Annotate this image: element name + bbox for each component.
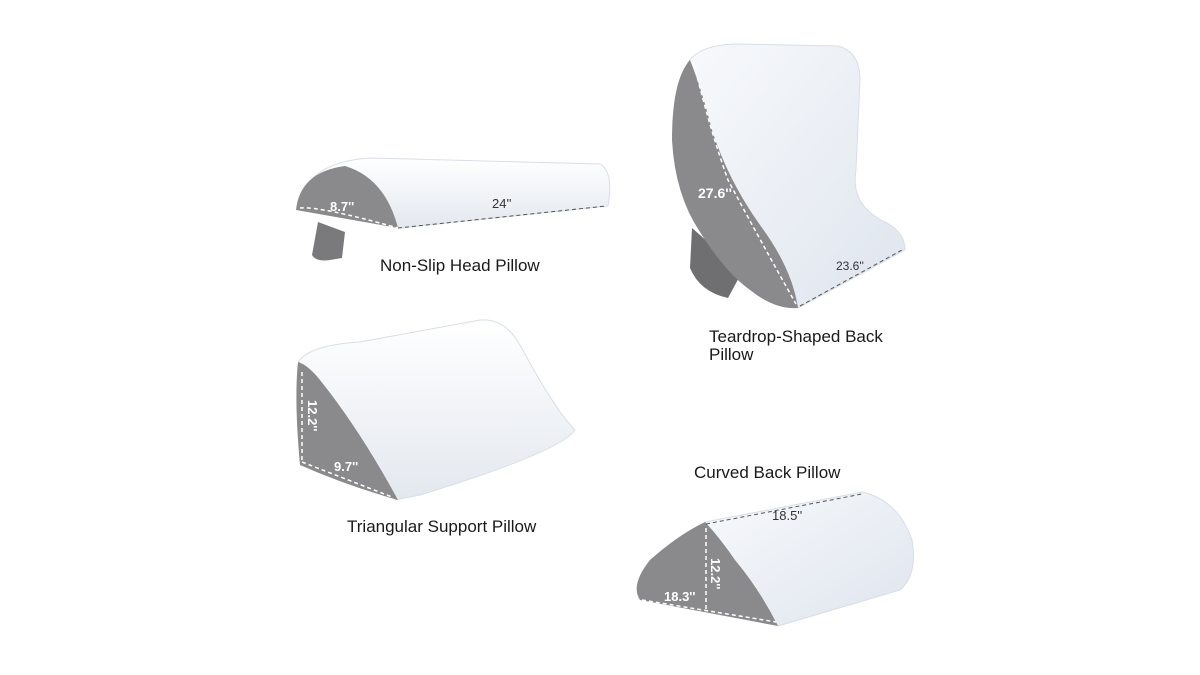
- head-pillow-strap: [312, 222, 345, 261]
- curved-pillow-height-label: 12.2'': [708, 558, 723, 589]
- head-pillow-side: [296, 166, 398, 228]
- curved-pillow-caption: Curved Back Pillow: [694, 463, 841, 482]
- teardrop-pillow-length-label: 23.6'': [836, 259, 864, 273]
- teardrop-pillow-caption: Teardrop-Shaped Back Pillow: [709, 327, 883, 364]
- teardrop-pillow-image: 27.6'' 23.6'': [672, 43, 906, 309]
- triangular-pillow-side: [296, 362, 398, 500]
- teardrop-pillow-side: [672, 60, 798, 309]
- curved-pillow-length-label: 18.5'': [772, 508, 802, 523]
- triangular-pillow-height-label: 12.2'': [305, 400, 320, 431]
- curved-pillow-side: [636, 522, 778, 626]
- head-pillow-caption: Non-Slip Head Pillow: [380, 256, 540, 275]
- curved-pillow-image: 18.5'' 12.2'' 18.3'': [636, 491, 914, 627]
- curved-pillow-depth-label: 18.3'': [664, 589, 695, 604]
- head-pillow-length-label: 24'': [492, 196, 511, 211]
- triangular-pillow-image: 12.2'' 9.7'': [296, 319, 576, 501]
- teardrop-pillow-base: [690, 228, 742, 298]
- head-pillow-image: 8.7'' 24'': [296, 157, 611, 261]
- head-pillow-depth-label: 8.7'': [330, 199, 354, 214]
- triangular-pillow-depth-label: 9.7'': [334, 459, 358, 474]
- triangular-pillow-caption: Triangular Support Pillow: [347, 517, 537, 536]
- teardrop-pillow-height-label: 27.6'': [698, 185, 732, 201]
